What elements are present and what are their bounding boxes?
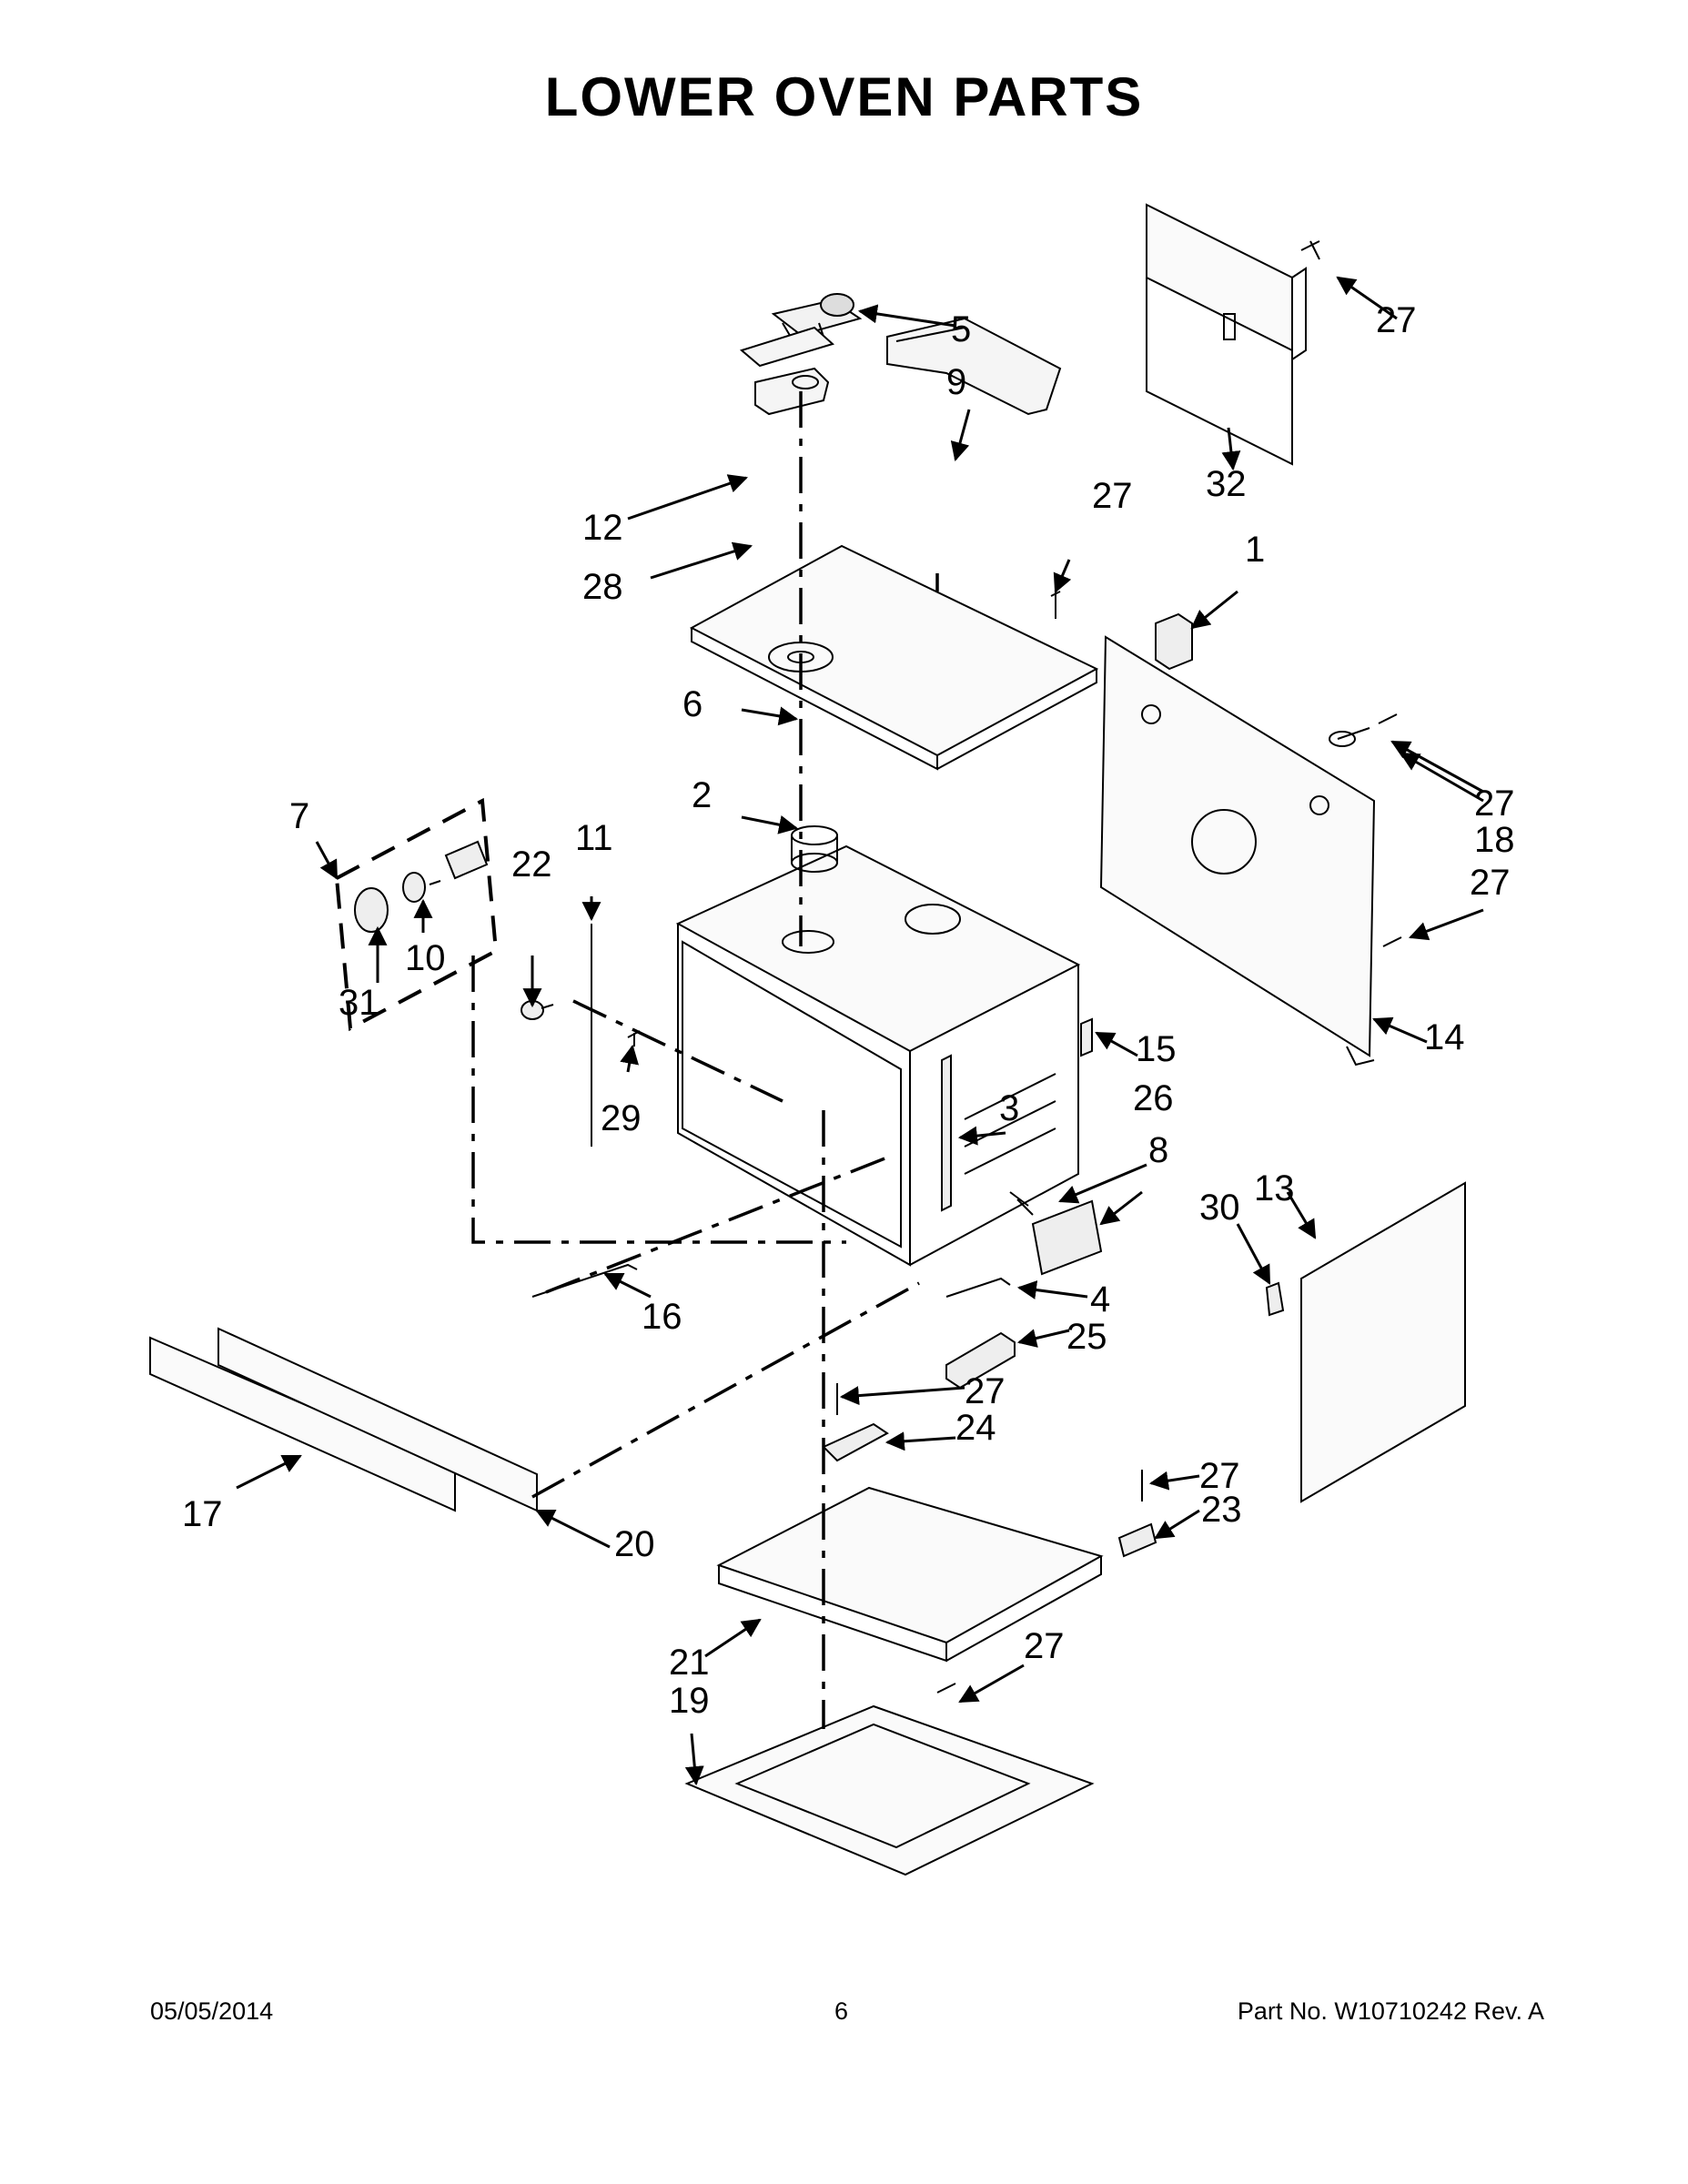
callout-16: 16	[642, 1297, 682, 1337]
hinge-receiver-part	[1080, 1017, 1093, 1057]
screw-27-parts	[836, 240, 1402, 1694]
part-30	[1265, 1281, 1285, 1317]
callout-31: 31	[339, 983, 379, 1023]
callout-27-rear-upper: 27	[1474, 784, 1515, 824]
callout-27-bottom: 27	[1024, 1626, 1065, 1666]
callout-27-mid: 27	[965, 1371, 1006, 1411]
mounting-bracket-part	[754, 367, 830, 416]
callout-12: 12	[582, 508, 623, 548]
callout-29: 29	[601, 1098, 642, 1138]
callout-32: 32	[1206, 464, 1247, 504]
gasket-ring-part	[1329, 727, 1370, 747]
bracket-plate-part	[739, 326, 834, 368]
callout-10: 10	[405, 938, 446, 978]
part-24	[822, 1422, 889, 1462]
hinge-bracket-part	[941, 1054, 952, 1212]
callout-13: 13	[1254, 1168, 1295, 1208]
callout-1: 1	[1245, 530, 1265, 570]
terminal-box-part	[1155, 612, 1193, 671]
footer-part-number: Part No. W10710242 Rev. A	[1237, 1997, 1544, 2025]
callout-21: 21	[669, 1643, 710, 1683]
callout-22: 22	[511, 844, 552, 885]
footer-date: 05/05/2014	[150, 1997, 274, 2025]
callout-18: 18	[1474, 820, 1515, 860]
callout-3: 3	[999, 1088, 1019, 1128]
callout-20: 20	[614, 1524, 655, 1564]
cavity-light-lens-part	[521, 1000, 554, 1020]
callout-26: 26	[1133, 1078, 1174, 1118]
callout-27-top: 27	[1376, 300, 1417, 340]
light-group-box	[334, 797, 499, 1032]
callout-6: 6	[682, 684, 702, 724]
callout-2: 2	[692, 775, 712, 815]
oven-cavity-part	[675, 844, 1081, 1267]
callout-7: 7	[289, 796, 309, 836]
callout-14: 14	[1424, 1017, 1465, 1057]
light-socket-group	[354, 840, 489, 933]
part-23	[1117, 1522, 1157, 1558]
vent-cover-part	[1031, 1199, 1103, 1276]
vent-duct-part	[886, 317, 1062, 416]
callout-8: 8	[1148, 1130, 1168, 1170]
convection-fan-part	[791, 825, 838, 873]
callout-27-duct: 27	[1092, 476, 1133, 516]
footer-page-number: 6	[834, 1997, 849, 2025]
bake-tray-part	[684, 1704, 1095, 1876]
back-panel-upper-part	[1146, 203, 1307, 466]
callout-30: 30	[1199, 1188, 1240, 1228]
callout-17: 17	[182, 1494, 223, 1534]
rear-panel-part	[1099, 635, 1376, 1067]
callout-5: 5	[951, 309, 971, 349]
callout-4: 4	[1090, 1279, 1110, 1320]
side-panel-part	[1300, 1181, 1466, 1503]
callout-23: 23	[1201, 1490, 1242, 1530]
callout-11: 11	[575, 818, 613, 858]
part-25	[945, 1331, 1016, 1390]
leader-arrows	[236, 276, 1484, 1786]
callout-9: 9	[946, 362, 966, 402]
callout-15: 15	[1136, 1029, 1177, 1069]
callout-25: 25	[1066, 1317, 1107, 1357]
alignment-lines	[471, 391, 939, 1729]
bottom-panel-part	[716, 1486, 1104, 1663]
callout-19: 19	[669, 1681, 710, 1721]
page-title: LOWER OVEN PARTS	[544, 66, 1144, 127]
hinge-26-part	[1009, 1191, 1034, 1216]
callout-27-rear-lower: 27	[1470, 863, 1511, 903]
callout-28: 28	[582, 567, 623, 607]
part-4	[945, 1277, 1011, 1298]
callout-27-right: 27	[1199, 1456, 1240, 1496]
callout-24: 24	[955, 1408, 996, 1448]
top-panel-part	[689, 544, 1099, 771]
